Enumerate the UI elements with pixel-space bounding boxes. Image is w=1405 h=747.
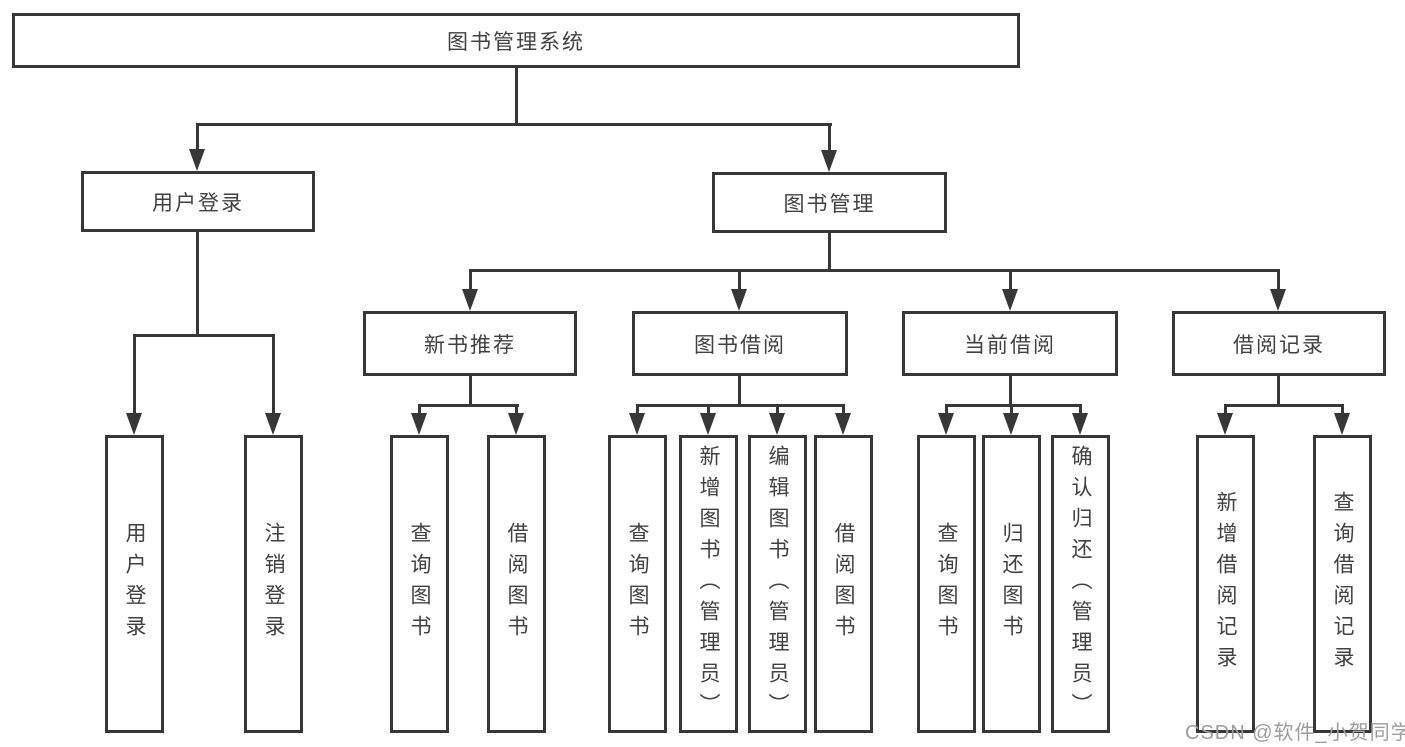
connector-line xyxy=(196,126,199,151)
arrow-down-icon xyxy=(1002,289,1018,311)
leaf-logout-login-label: 注销登录 xyxy=(262,522,285,646)
connector-line xyxy=(1341,407,1344,416)
leaf-add-book-admin: 新增图书（管理员） xyxy=(679,435,738,733)
connector-line xyxy=(515,407,518,416)
arrow-down-icon xyxy=(1003,413,1019,435)
connector-line xyxy=(842,407,845,416)
connector-line xyxy=(1009,376,1012,407)
arrow-down-icon xyxy=(1217,413,1233,435)
connector-line xyxy=(196,232,199,337)
connector-line xyxy=(776,407,779,416)
arrow-down-icon xyxy=(938,413,954,435)
arrow-down-icon xyxy=(769,413,785,435)
connector-line xyxy=(1224,407,1227,416)
connector-line xyxy=(469,272,472,291)
connector-line xyxy=(945,407,948,416)
connector-line xyxy=(196,123,832,126)
arrow-down-icon xyxy=(731,289,747,311)
leaf-edit-book-admin-label: 编辑图书（管理员） xyxy=(766,444,789,724)
connector-line xyxy=(1010,407,1013,416)
connector-line xyxy=(1009,272,1012,291)
arrow-down-icon xyxy=(411,413,427,435)
node-current-borrowing: 当前借阅 xyxy=(902,311,1118,376)
arrow-down-icon xyxy=(189,149,205,171)
arrow-down-icon xyxy=(1334,413,1350,435)
arrow-down-icon xyxy=(1270,289,1286,311)
leaf-return-books: 归还图书 xyxy=(982,435,1041,733)
node-borrow-records: 借阅记录 xyxy=(1172,311,1386,376)
arrow-down-icon xyxy=(835,413,851,435)
connector-line xyxy=(828,126,831,152)
leaf-return-books-label: 归还图书 xyxy=(1000,522,1023,646)
node-current-borrowing-label: 当前借阅 xyxy=(964,333,1056,357)
node-root-label: 图书管理系统 xyxy=(447,30,585,54)
leaf-query-borrow-record-label: 查询借阅记录 xyxy=(1331,491,1354,677)
arrow-down-icon xyxy=(629,413,645,435)
leaf-borrow-books-borrowing: 借阅图书 xyxy=(814,435,873,733)
arrow-down-icon xyxy=(1072,413,1088,435)
leaf-query-books-current-label: 查询图书 xyxy=(935,522,958,646)
leaf-query-books-borrowing: 查询图书 xyxy=(608,435,667,733)
leaf-confirm-return-admin: 确认归还（管理员） xyxy=(1051,435,1110,733)
leaf-add-book-admin-label: 新增图书（管理员） xyxy=(697,444,720,724)
arrow-down-icon xyxy=(508,413,524,435)
connector-line xyxy=(1277,376,1280,407)
node-book-management: 图书管理 xyxy=(712,172,947,233)
connector-line xyxy=(945,404,1082,407)
connector-line xyxy=(515,68,518,125)
leaf-add-borrow-record-label: 新增借阅记录 xyxy=(1214,491,1237,677)
leaf-borrow-books-recommend: 借阅图书 xyxy=(487,435,546,733)
connector-line xyxy=(738,272,741,291)
node-new-book-recommend: 新书推荐 xyxy=(363,311,577,376)
leaf-user-login-label: 用户登录 xyxy=(123,522,146,646)
watermark: CSDN @软件_小贺同学 xyxy=(1185,722,1405,744)
leaf-add-borrow-record: 新增借阅记录 xyxy=(1196,435,1255,733)
connector-line xyxy=(636,404,845,407)
leaf-query-books-recommend-label: 查询图书 xyxy=(408,522,431,646)
connector-line xyxy=(469,376,472,407)
leaf-borrow-books-recommend-label: 借阅图书 xyxy=(505,522,528,646)
arrow-down-icon xyxy=(700,413,716,435)
node-borrow-records-label: 借阅记录 xyxy=(1233,333,1325,357)
leaf-edit-book-admin: 编辑图书（管理员） xyxy=(748,435,807,733)
connector-line xyxy=(1277,272,1280,291)
node-book-management-label: 图书管理 xyxy=(783,192,876,216)
leaf-query-books-borrowing-label: 查询图书 xyxy=(626,522,649,646)
node-book-borrowing-label: 图书借阅 xyxy=(694,333,786,357)
connector-line xyxy=(636,407,639,416)
connector-line xyxy=(707,407,710,416)
node-new-book-recommend-label: 新书推荐 xyxy=(424,333,516,357)
leaf-query-borrow-record: 查询借阅记录 xyxy=(1313,435,1372,733)
leaf-query-books-recommend: 查询图书 xyxy=(390,435,449,733)
connector-line xyxy=(1224,404,1344,407)
node-book-borrowing: 图书借阅 xyxy=(632,311,848,376)
leaf-confirm-return-admin-label: 确认归还（管理员） xyxy=(1069,444,1092,724)
connector-line xyxy=(133,337,136,416)
connector-line xyxy=(738,376,741,407)
connector-line xyxy=(828,233,831,272)
connector-line xyxy=(133,334,275,337)
connector-line xyxy=(272,337,275,416)
connector-line xyxy=(418,404,519,407)
connector-line xyxy=(1079,407,1082,416)
leaf-user-login: 用户登录 xyxy=(105,435,164,733)
leaf-borrow-books-borrowing-label: 借阅图书 xyxy=(832,522,855,646)
leaf-query-books-current: 查询图书 xyxy=(917,435,976,733)
arrow-down-icon xyxy=(821,150,837,172)
connector-line xyxy=(418,407,421,416)
node-root: 图书管理系统 xyxy=(12,13,1020,68)
arrow-down-icon xyxy=(126,413,142,435)
node-user-login-label: 用户登录 xyxy=(152,191,244,215)
node-user-login: 用户登录 xyxy=(81,171,315,232)
arrow-down-icon xyxy=(265,413,281,435)
connector-line xyxy=(469,269,1280,272)
leaf-logout-login: 注销登录 xyxy=(244,435,303,733)
arrow-down-icon xyxy=(462,289,478,311)
